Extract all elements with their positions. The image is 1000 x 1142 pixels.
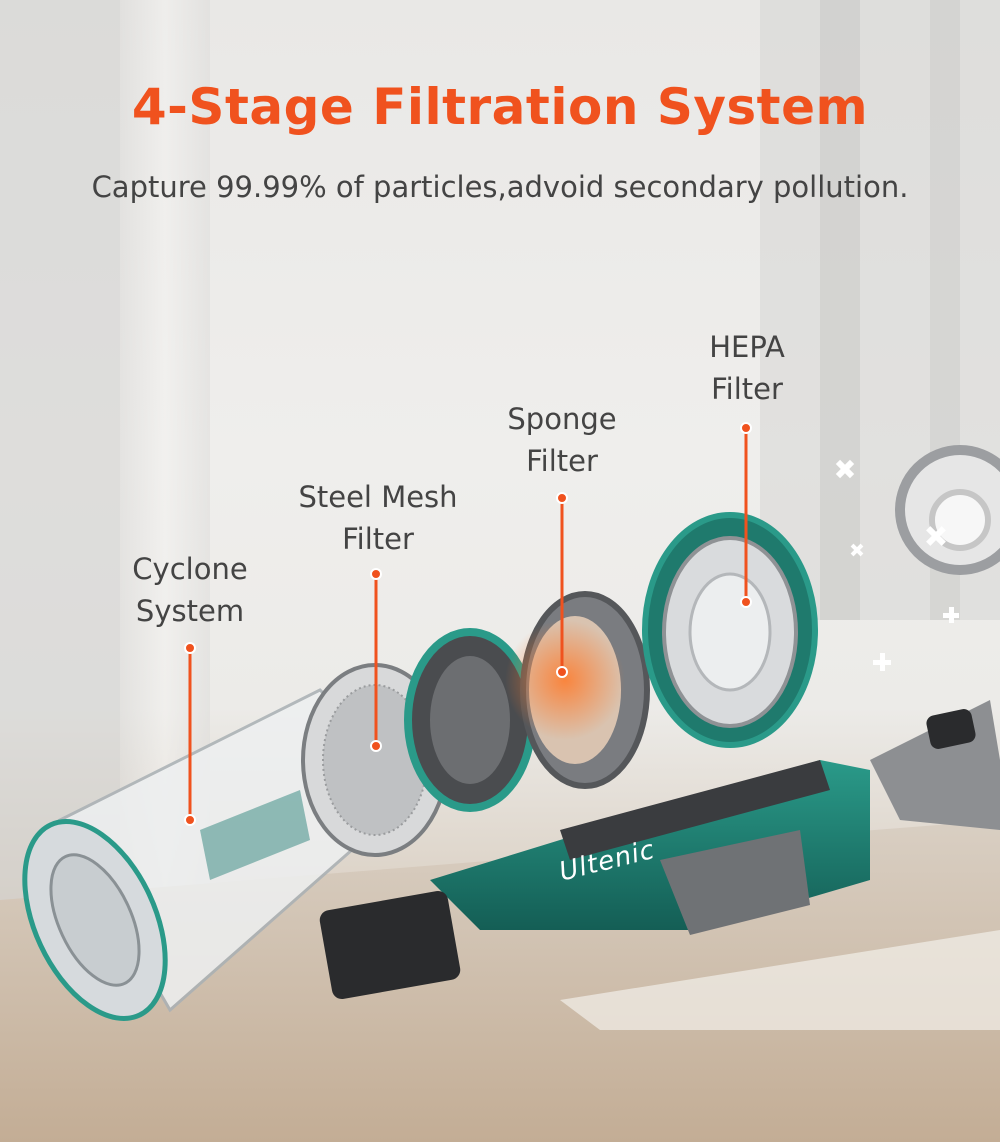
charging-port xyxy=(926,709,976,749)
page-title: 4-Stage Filtration System xyxy=(131,78,869,136)
separator-center xyxy=(430,656,510,784)
callout-hepa-filter: HEPA Filter xyxy=(637,326,857,410)
sponge-pointer-dot xyxy=(556,492,568,504)
dust-cup-center xyxy=(49,853,141,987)
curtain-fold xyxy=(120,0,210,900)
callout-line: Filter xyxy=(342,522,414,556)
cyclone-pointer-dot xyxy=(184,642,196,654)
page-subtitle: Capture 99.99% of particles,advoid secon… xyxy=(91,170,909,204)
callout-line: Sponge xyxy=(507,402,617,436)
steel-mesh-pointer-dot xyxy=(370,740,382,752)
motor-fan xyxy=(929,489,991,551)
sponge-glow xyxy=(505,620,625,740)
callout-pointers xyxy=(184,422,752,826)
body-top-rail xyxy=(560,760,830,860)
sparkle-icon xyxy=(835,459,959,671)
hepa-pointer-dot xyxy=(740,596,752,608)
steel-mesh-pointer-dot xyxy=(370,568,382,580)
cyclone-pointer-dot xyxy=(184,814,196,826)
callout-line: Filter xyxy=(526,444,598,478)
callout-steel-mesh-filter: Steel Mesh Filter xyxy=(268,476,488,560)
callout-cyclone-system: Cyclone System xyxy=(80,548,300,632)
curtain-fold xyxy=(820,0,860,620)
callout-sponge-filter: Sponge Filter xyxy=(452,398,672,482)
callout-line: Cyclone xyxy=(132,552,248,586)
callout-line: HEPA xyxy=(709,330,785,364)
curtain-left xyxy=(0,0,120,900)
callout-line: Steel Mesh xyxy=(298,480,458,514)
hepa-pointer-dot xyxy=(740,422,752,434)
battery-pack xyxy=(660,830,810,935)
hepa-center xyxy=(688,572,772,692)
rug xyxy=(560,930,1000,1030)
callout-line: System xyxy=(135,594,245,628)
front-nozzle xyxy=(319,890,461,1000)
cyclone-cone xyxy=(200,790,310,880)
sponge-pointer-dot xyxy=(556,666,568,678)
callout-line: Filter xyxy=(711,372,783,406)
